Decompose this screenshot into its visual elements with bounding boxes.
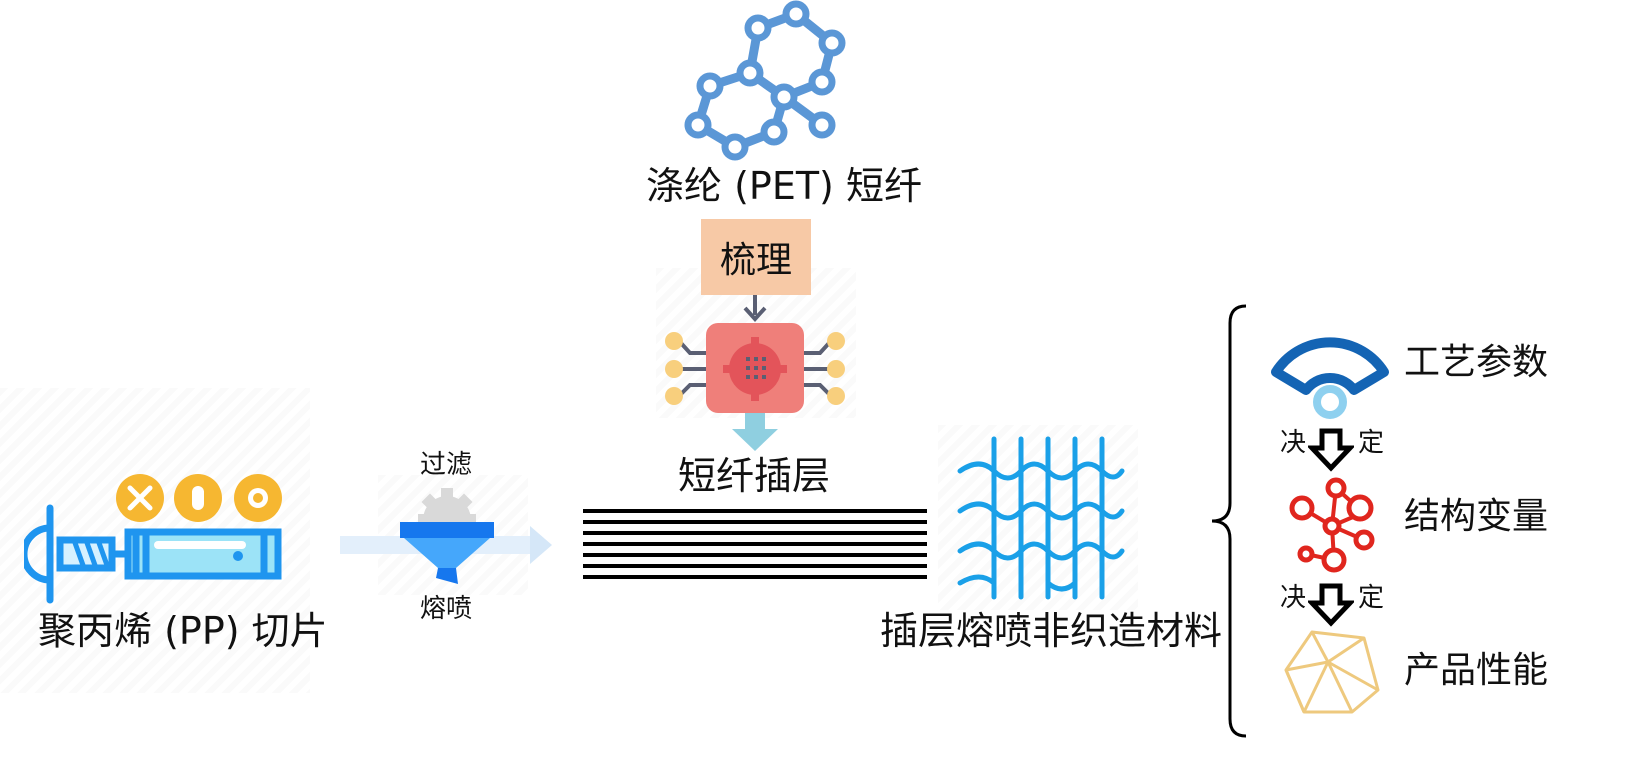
pet-fiber-label: 涤纶 (PET) 短纤 bbox=[646, 164, 922, 208]
relation-item-2: 结构变量 bbox=[1404, 496, 1549, 537]
gem-icon bbox=[1282, 628, 1382, 716]
fiber-interlayer-label: 短纤插层 bbox=[678, 454, 831, 498]
down-arrow-icon bbox=[1308, 428, 1354, 472]
filter-label: 过滤 bbox=[420, 450, 473, 480]
arrow-1-right-label: 定 bbox=[1358, 428, 1385, 458]
network-icon bbox=[1284, 476, 1384, 580]
relation-item-1: 工艺参数 bbox=[1404, 342, 1549, 383]
arrow-1-left-label: 决 bbox=[1280, 428, 1307, 458]
relation-item-3: 产品性能 bbox=[1404, 650, 1549, 691]
funnel-icon bbox=[340, 486, 555, 586]
layered-lines bbox=[583, 508, 927, 584]
meltblown-label: 熔喷 bbox=[420, 594, 473, 624]
mesh-icon bbox=[950, 433, 1130, 603]
carding-label: 梳理 bbox=[719, 240, 792, 281]
product-label: 插层熔喷非织造材料 bbox=[880, 609, 1223, 653]
curly-brace bbox=[1206, 303, 1250, 739]
arrow-2-left-label: 决 bbox=[1280, 583, 1307, 613]
pp-chips-label: 聚丙烯 (PP) 切片 bbox=[38, 609, 328, 653]
molecule-icon bbox=[680, 0, 850, 165]
chip-icon bbox=[660, 295, 850, 455]
carding-box: 梳理 bbox=[701, 219, 811, 295]
extruder-icon bbox=[24, 470, 286, 610]
down-arrow-icon bbox=[1308, 583, 1354, 627]
arrow-2-right-label: 定 bbox=[1358, 583, 1385, 613]
fan-icon bbox=[1270, 322, 1390, 422]
